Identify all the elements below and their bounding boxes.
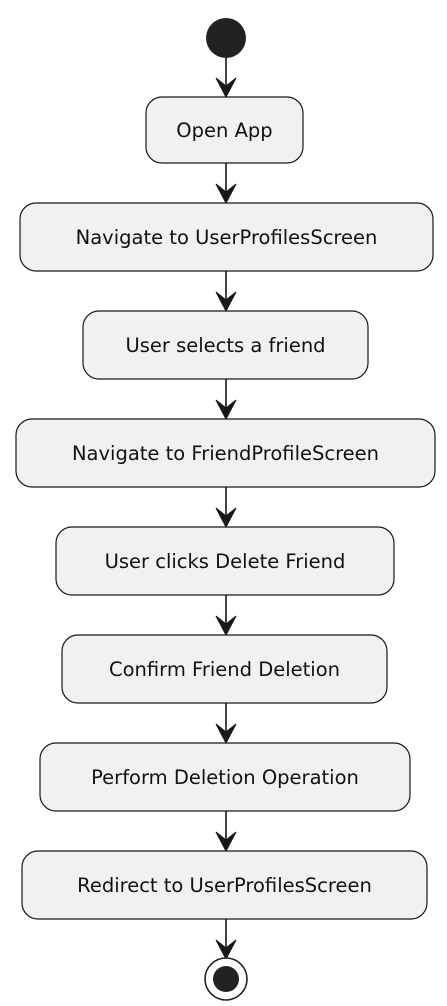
edge-navigate-friend-profile-to-click-delete-friend (215, 487, 237, 529)
node-open-app: Open App (145, 96, 304, 164)
node-navigate-friend-profile-label: Navigate to FriendProfileScreen (72, 442, 379, 465)
node-click-delete-friend: User clicks Delete Friend (55, 526, 395, 596)
node-click-delete-friend-label: User clicks Delete Friend (105, 550, 346, 573)
node-navigate-user-profiles: Navigate to UserProfilesScreen (19, 202, 434, 272)
end-node (204, 957, 248, 1001)
edge-select-friend-to-navigate-friend-profile (215, 379, 237, 421)
node-navigate-friend-profile: Navigate to FriendProfileScreen (15, 418, 436, 488)
edge-start-to-open-app (215, 58, 237, 99)
edge-perform-deletion-to-redirect-user-profiles (215, 811, 237, 853)
node-redirect-user-profiles: Redirect to UserProfilesScreen (21, 850, 428, 920)
edge-confirm-deletion-to-perform-deletion (215, 703, 237, 745)
edge-open-app-to-navigate-user-profiles (215, 163, 237, 205)
node-navigate-user-profiles-label: Navigate to UserProfilesScreen (76, 226, 378, 249)
node-redirect-user-profiles-label: Redirect to UserProfilesScreen (77, 874, 372, 897)
edge-click-delete-friend-to-confirm-deletion (215, 595, 237, 637)
node-confirm-deletion: Confirm Friend Deletion (61, 634, 388, 704)
node-select-friend: User selects a friend (82, 310, 369, 380)
edge-redirect-user-profiles-to-end (215, 919, 237, 961)
node-perform-deletion: Perform Deletion Operation (39, 742, 411, 812)
node-open-app-label: Open App (176, 119, 272, 142)
node-perform-deletion-label: Perform Deletion Operation (91, 766, 359, 789)
edge-navigate-user-profiles-to-select-friend (215, 271, 237, 313)
node-select-friend-label: User selects a friend (125, 334, 325, 357)
start-node (206, 18, 246, 58)
node-confirm-deletion-label: Confirm Friend Deletion (109, 658, 340, 681)
